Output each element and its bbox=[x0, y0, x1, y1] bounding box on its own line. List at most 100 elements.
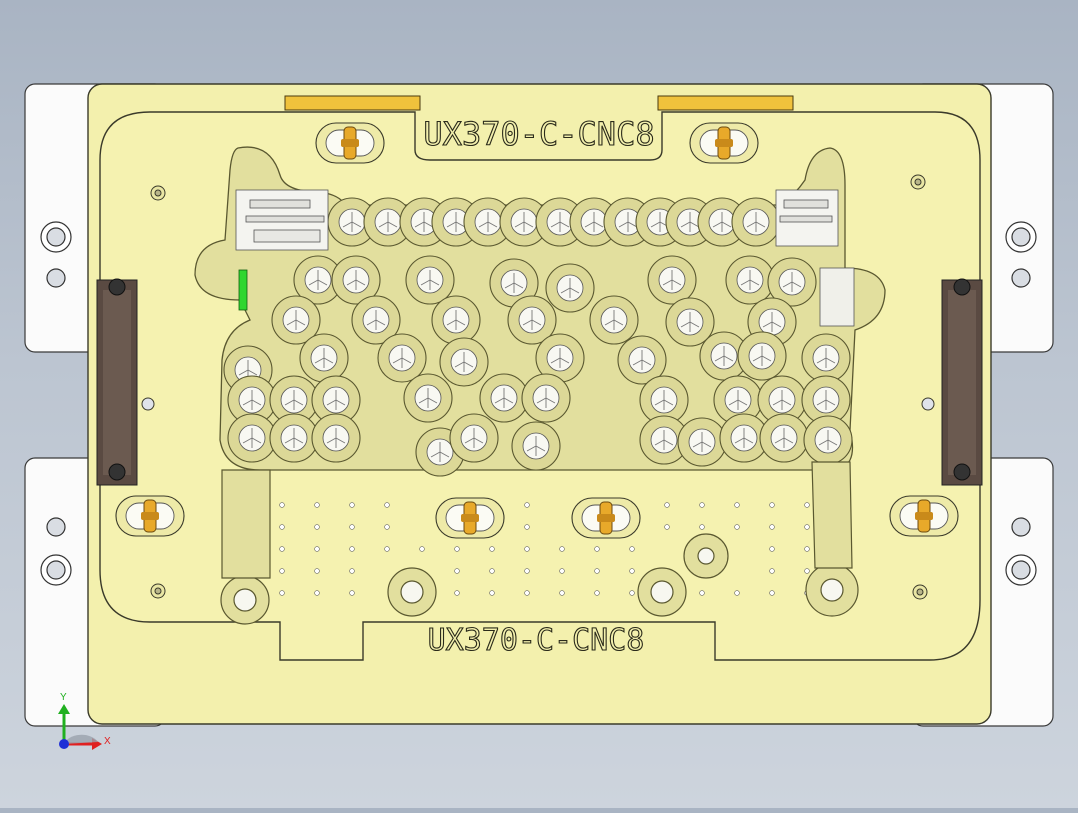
nest-cell bbox=[463, 197, 513, 247]
nest-cell bbox=[569, 197, 619, 247]
nest-cell bbox=[511, 421, 561, 471]
dowel-hole bbox=[699, 590, 705, 596]
top-locating-tabs bbox=[284, 95, 794, 111]
nest-cell bbox=[269, 375, 319, 425]
nest-cell bbox=[757, 375, 807, 425]
nest-cell bbox=[479, 373, 529, 423]
nest-cell bbox=[405, 255, 455, 305]
clamp-pins[interactable] bbox=[115, 122, 959, 539]
dowel-hole bbox=[454, 546, 460, 552]
dowel-hole bbox=[769, 590, 775, 596]
dowel-hole bbox=[279, 568, 285, 574]
nest-cell bbox=[311, 413, 361, 463]
dowel-hole bbox=[314, 502, 320, 508]
nest-cell bbox=[725, 255, 775, 305]
dowel-hole bbox=[349, 502, 355, 508]
nest-cell bbox=[545, 263, 595, 313]
dowel-hole bbox=[524, 546, 530, 552]
dowel-hole bbox=[629, 546, 635, 552]
dowel-hole bbox=[454, 590, 460, 596]
part-detail-right bbox=[775, 189, 855, 327]
nest-cell bbox=[647, 255, 697, 305]
nest-cell bbox=[363, 197, 413, 247]
nest-cell bbox=[299, 333, 349, 383]
nest-cell bbox=[535, 333, 585, 383]
nest-cell bbox=[801, 333, 851, 383]
part-detail-left bbox=[235, 189, 329, 251]
dowel-hole bbox=[769, 568, 775, 574]
nest-cell bbox=[351, 295, 401, 345]
nest-cell bbox=[639, 415, 689, 465]
nest-cell bbox=[499, 197, 549, 247]
dowel-hole bbox=[594, 568, 600, 574]
right-handle[interactable] bbox=[941, 278, 983, 486]
nest-cell bbox=[759, 413, 809, 463]
dowel-hole bbox=[524, 568, 530, 574]
nest-cells bbox=[223, 197, 853, 477]
dowel-hole bbox=[489, 546, 495, 552]
nest-cell bbox=[271, 295, 321, 345]
nest-cell bbox=[331, 255, 381, 305]
dowel-hole bbox=[524, 590, 530, 596]
nest-cell bbox=[403, 373, 453, 423]
dowel-hole bbox=[314, 546, 320, 552]
nest-cell bbox=[227, 375, 277, 425]
dowel-hole bbox=[594, 546, 600, 552]
dowel-hole bbox=[314, 524, 320, 530]
dowel-hole bbox=[384, 524, 390, 530]
dowel-hole bbox=[489, 590, 495, 596]
nest-cell bbox=[269, 413, 319, 463]
dowel-hole bbox=[349, 568, 355, 574]
nest-cell bbox=[431, 295, 481, 345]
dowel-hole bbox=[419, 546, 425, 552]
nest-cell bbox=[617, 335, 667, 385]
clamp-pin[interactable] bbox=[315, 122, 385, 164]
dowel-hole bbox=[804, 502, 810, 508]
triad-y-label: Y bbox=[60, 692, 67, 703]
engraving-top: UX370-C-CNC8 bbox=[423, 115, 654, 153]
lower-clamp-stations bbox=[220, 461, 859, 625]
engraving-bottom: UX370-C-CNC8 bbox=[428, 623, 645, 658]
dowel-hole bbox=[279, 502, 285, 508]
left-handle[interactable] bbox=[96, 278, 138, 486]
dowel-hole bbox=[734, 524, 740, 530]
nest-cell bbox=[697, 197, 747, 247]
dowel-hole bbox=[524, 524, 530, 530]
dowel-hole bbox=[314, 590, 320, 596]
dowel-hole bbox=[384, 502, 390, 508]
base-plate-holes bbox=[40, 221, 1037, 586]
nest-cell bbox=[535, 197, 585, 247]
dowel-hole bbox=[279, 546, 285, 552]
dowel-hole bbox=[804, 546, 810, 552]
dowel-hole bbox=[664, 502, 670, 508]
coordinate-triad-icon: Y X bbox=[58, 692, 111, 750]
dowel-hole bbox=[314, 568, 320, 574]
nest-cell bbox=[731, 197, 781, 247]
clamp-pin[interactable] bbox=[571, 497, 641, 539]
dowel-hole bbox=[769, 524, 775, 530]
dowel-hole bbox=[349, 590, 355, 596]
nest-cell bbox=[589, 295, 639, 345]
dowel-hole bbox=[384, 546, 390, 552]
dowel-hole bbox=[629, 568, 635, 574]
dowel-hole bbox=[699, 524, 705, 530]
dowel-hole bbox=[629, 590, 635, 596]
nest-cell bbox=[377, 333, 427, 383]
dowel-hole bbox=[594, 590, 600, 596]
dowel-hole bbox=[769, 502, 775, 508]
clamp-pin[interactable] bbox=[689, 122, 759, 164]
nest-cell bbox=[677, 417, 727, 467]
triad-x-label: X bbox=[104, 736, 111, 747]
nest-cell bbox=[521, 373, 571, 423]
dowel-hole bbox=[559, 590, 565, 596]
nest-cell bbox=[665, 297, 715, 347]
clamp-pin[interactable] bbox=[889, 495, 959, 537]
dowel-hole bbox=[349, 524, 355, 530]
plate-holes bbox=[141, 174, 935, 600]
clamp-pin[interactable] bbox=[115, 495, 185, 537]
clamp-pin[interactable] bbox=[435, 497, 505, 539]
dowel-hole bbox=[804, 568, 810, 574]
nest-cell bbox=[489, 258, 539, 308]
